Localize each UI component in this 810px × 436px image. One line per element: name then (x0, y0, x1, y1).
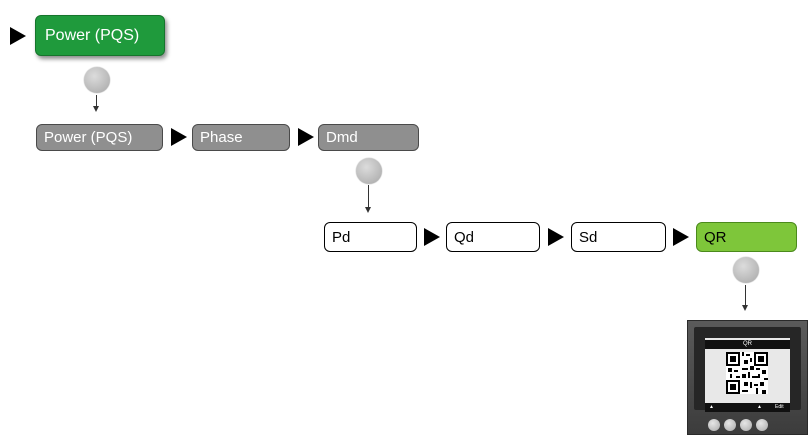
menu-item-power-pqs[interactable]: Power (PQS) (36, 124, 163, 151)
connector-line (368, 185, 369, 207)
device-button-2 (724, 419, 736, 431)
footer-mid-label: ▲ (757, 404, 762, 410)
device-screen: QR ▲ ▲ Edit (705, 338, 790, 412)
footer-right-label: Edit (775, 404, 784, 410)
device-button-4 (756, 419, 768, 431)
qr-code-icon (726, 352, 768, 394)
connector-line (96, 95, 97, 106)
device-button-3 (740, 419, 752, 431)
menu-item-dmd[interactable]: Dmd (318, 124, 419, 151)
ok-button-icon (733, 257, 759, 283)
menu-item-qd[interactable]: Qd (446, 222, 540, 252)
menu-item-label: Qd (454, 228, 475, 246)
menu-item-label: Pd (332, 228, 351, 246)
down-arrow-icon (93, 106, 99, 112)
menu-item-phase[interactable]: Phase (192, 124, 290, 151)
device-button-1 (708, 419, 720, 431)
menu-item-label: Power (PQS) (45, 26, 140, 44)
menu-item-qr[interactable]: QR (696, 222, 797, 252)
next-arrow-icon (171, 128, 187, 146)
down-arrow-icon (742, 305, 748, 311)
meter-device-image: QR ▲ ▲ Edit (687, 320, 808, 435)
menu-item-label: Dmd (326, 129, 358, 146)
connector-line (745, 285, 746, 305)
menu-item-label: Phase (200, 129, 243, 146)
next-arrow-icon (548, 228, 564, 246)
menu-item-pd[interactable]: Pd (324, 222, 417, 252)
device-screen-title: QR (705, 340, 790, 349)
pointer-arrow-icon (10, 27, 26, 45)
down-arrow-icon (365, 207, 371, 213)
menu-item-label: Power (PQS) (44, 129, 133, 146)
next-arrow-icon (424, 228, 440, 246)
menu-item-power-pqs-top[interactable]: Power (PQS) (35, 15, 165, 56)
ok-button-icon (84, 67, 110, 93)
footer-left-label: ▲ (709, 404, 714, 410)
menu-item-sd[interactable]: Sd (571, 222, 666, 252)
next-arrow-icon (673, 228, 689, 246)
next-arrow-icon (298, 128, 314, 146)
menu-item-label: Sd (579, 228, 598, 246)
ok-button-icon (356, 158, 382, 184)
menu-item-label: QR (704, 228, 727, 246)
device-screen-footer: ▲ ▲ Edit (705, 403, 790, 412)
